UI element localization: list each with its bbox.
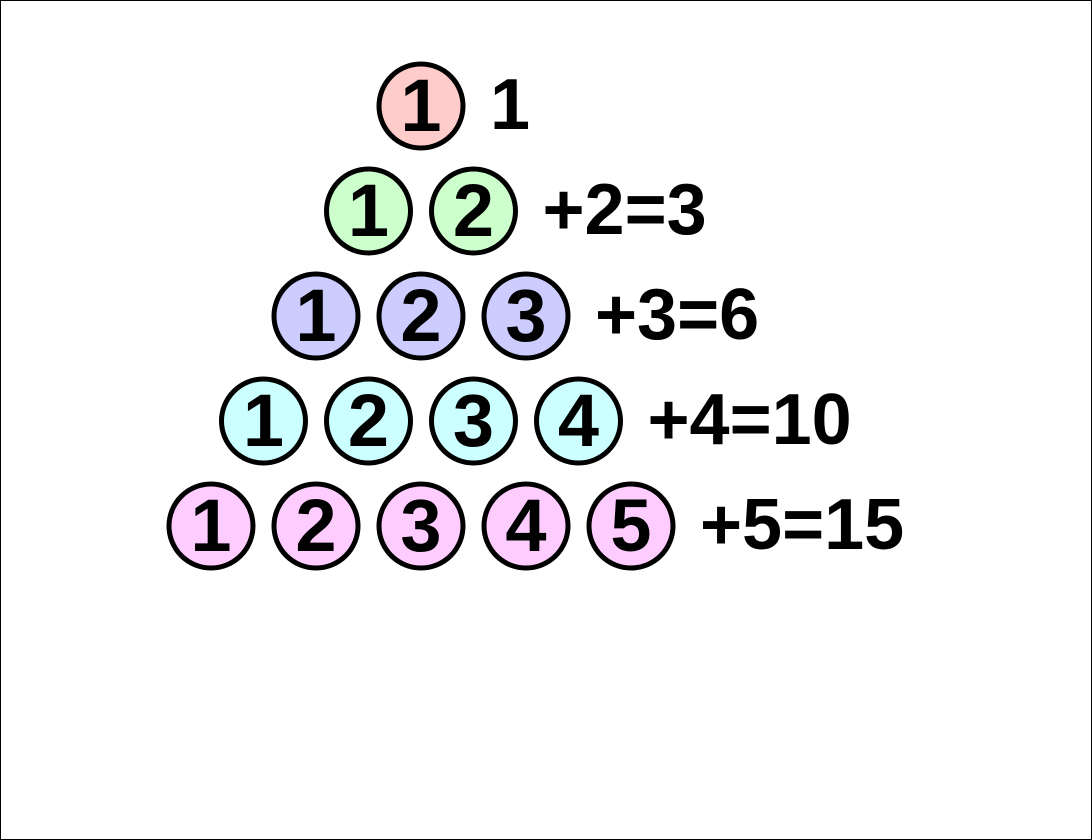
ball [324, 376, 413, 466]
ball-number: 2 [348, 379, 389, 462]
ball-number: 4 [505, 484, 546, 567]
ball [481, 481, 571, 571]
ball [376, 271, 466, 361]
ball [534, 376, 623, 466]
ball [429, 166, 518, 256]
ball [481, 271, 571, 361]
ball-number: 3 [453, 379, 494, 462]
ball-number: 3 [505, 274, 546, 357]
ball-number: 5 [610, 484, 651, 567]
row-sum-label: +2=3 [543, 170, 707, 250]
ball-number: 3 [400, 484, 441, 567]
ball [271, 271, 361, 361]
row-sum-label: +5=15 [700, 485, 904, 565]
ball-number: 1 [190, 484, 231, 567]
ball [166, 481, 256, 571]
ball [376, 61, 466, 151]
ball-number: 1 [295, 274, 336, 357]
ball-number: 2 [400, 274, 441, 357]
ball [429, 376, 518, 466]
ball-number: 2 [295, 484, 336, 567]
ball [586, 481, 676, 571]
ball-number: 1 [243, 379, 284, 462]
ball-number: 4 [558, 379, 599, 462]
ball [324, 166, 413, 256]
ball [271, 481, 361, 571]
ball [376, 481, 466, 571]
row-sum-label: +4=10 [648, 380, 852, 460]
ball-number: 2 [453, 169, 494, 252]
row-sum-label: +3=6 [595, 275, 759, 355]
ball [219, 376, 308, 466]
ball-number: 1 [348, 169, 389, 252]
ball-number: 1 [400, 64, 441, 147]
row-sum-label: 1 [490, 65, 530, 145]
